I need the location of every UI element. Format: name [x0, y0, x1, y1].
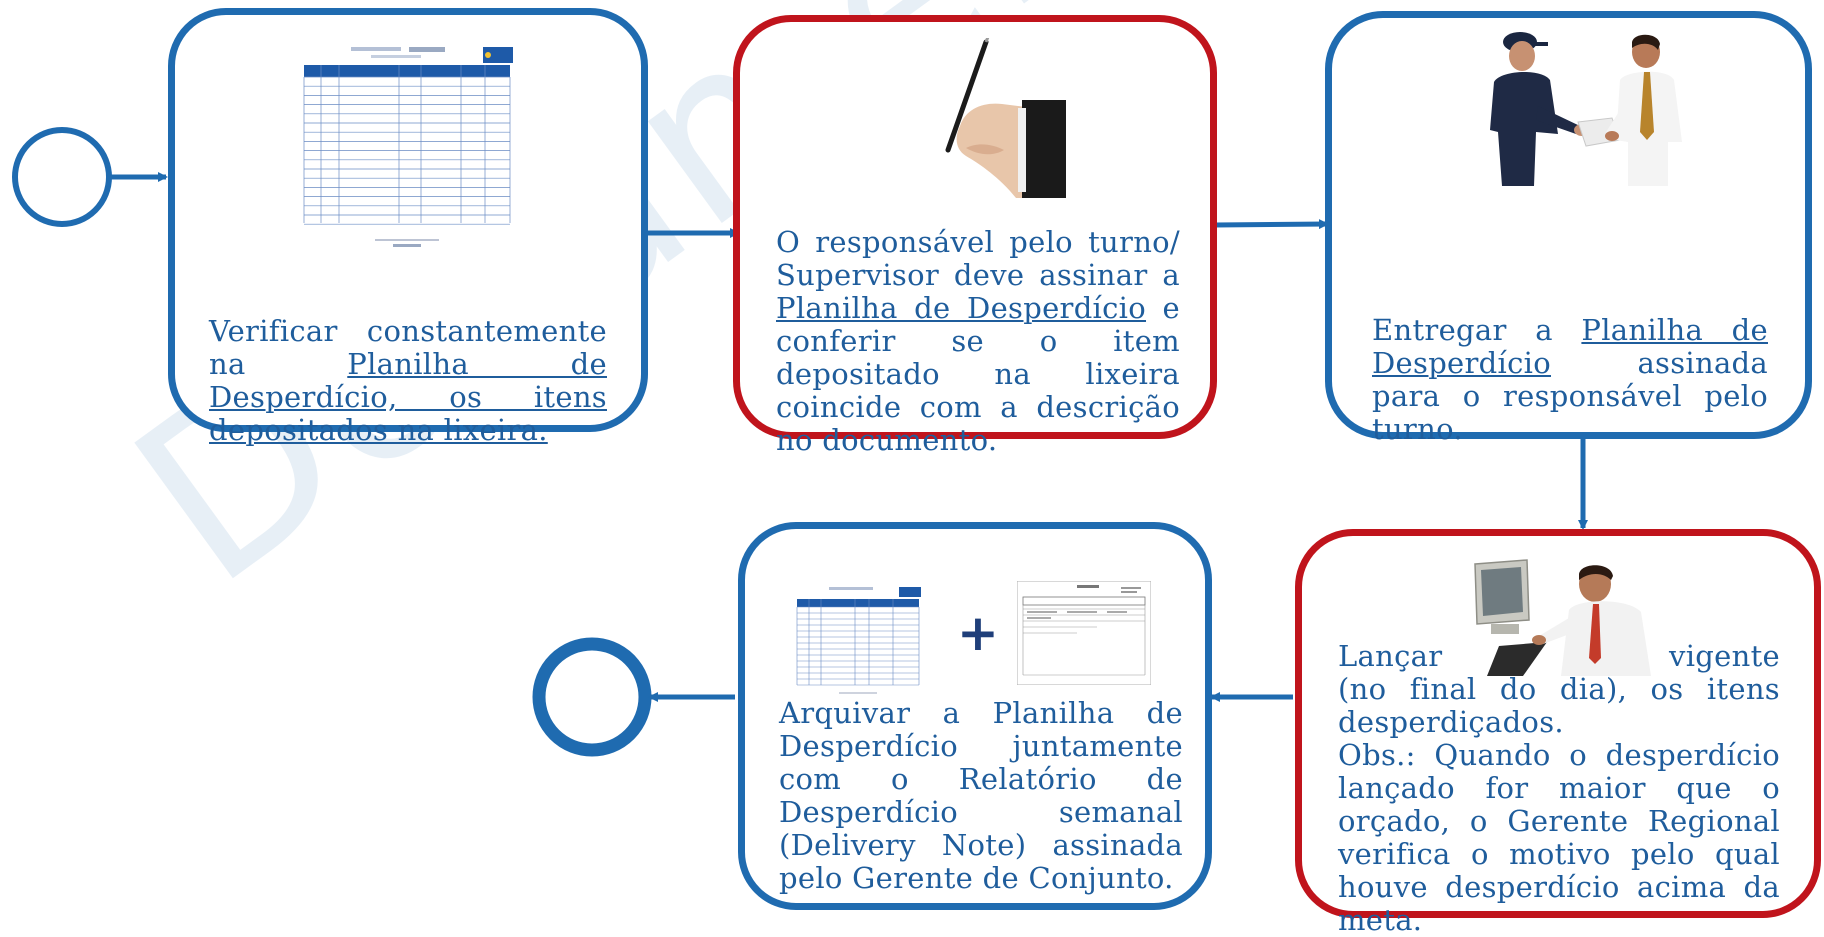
step-3-document-link[interactable]: Planilha de Desperdício — [1372, 313, 1768, 380]
delivery-note-report-thumbnail — [1017, 581, 1151, 685]
step-1-document-link[interactable]: Planilha de Desperdício, os itens deposi… — [209, 347, 607, 447]
step-3-text-before: Entregar a — [1372, 313, 1582, 347]
end-event — [532, 637, 652, 757]
step-1-box: Verificar constantemente na Planilha de … — [168, 8, 648, 447]
step-5-text-before: Arquivar a Planilha de Desperdício junta… — [779, 696, 1183, 895]
step-4-text-note: Obs.: Quando o desperdício lançado for m… — [1338, 738, 1780, 937]
spreadsheet-thumbnail — [299, 45, 515, 255]
step-2-text-before: O responsável pelo turno/ Supervisor dev… — [776, 225, 1180, 292]
step-1-text-before: Verificar constantemente na — [209, 314, 607, 381]
man-at-computer-image — [1465, 558, 1655, 676]
flow-diagram — [12, 127, 1588, 757]
connector-step-2-to-step-3 — [1214, 219, 1329, 230]
step-5-box: + Arquivar a Planilha de Desperdício jun… — [738, 522, 1212, 910]
hand-signing-with-pen-image — [945, 38, 1066, 198]
step-2-box: O responsável pelo turno/ Supervisor dev… — [733, 15, 1217, 457]
plus-sign: + — [957, 604, 999, 662]
step-3-text: Entregar a Planilha de Desperdício assin… — [1372, 314, 1768, 446]
step-1-text: Verificar constantemente na Planilha de … — [209, 315, 607, 447]
spreadsheet-thumbnail-small — [795, 585, 921, 701]
step-4-text: Lançar no sistema vigente (no final do d… — [1338, 640, 1780, 937]
step-3-text-after: assinada para o responsável pelo turno. — [1372, 346, 1768, 446]
step-4-box: Lançar no sistema vigente (no final do d… — [1295, 529, 1821, 937]
step-2-text-after: e conferir se o item depositado na lixei… — [776, 291, 1180, 457]
start-event — [12, 127, 112, 227]
step-5-text: Arquivar a Planilha de Desperdício junta… — [779, 697, 1183, 895]
step-3-box: Entregar a Planilha de Desperdício assin… — [1325, 11, 1812, 446]
step-2-document-link[interactable]: Planilha de Desperdício — [776, 291, 1147, 325]
two-people-handing-document-image — [1490, 32, 1682, 186]
step-2-text: O responsável pelo turno/ Supervisor dev… — [776, 226, 1180, 457]
